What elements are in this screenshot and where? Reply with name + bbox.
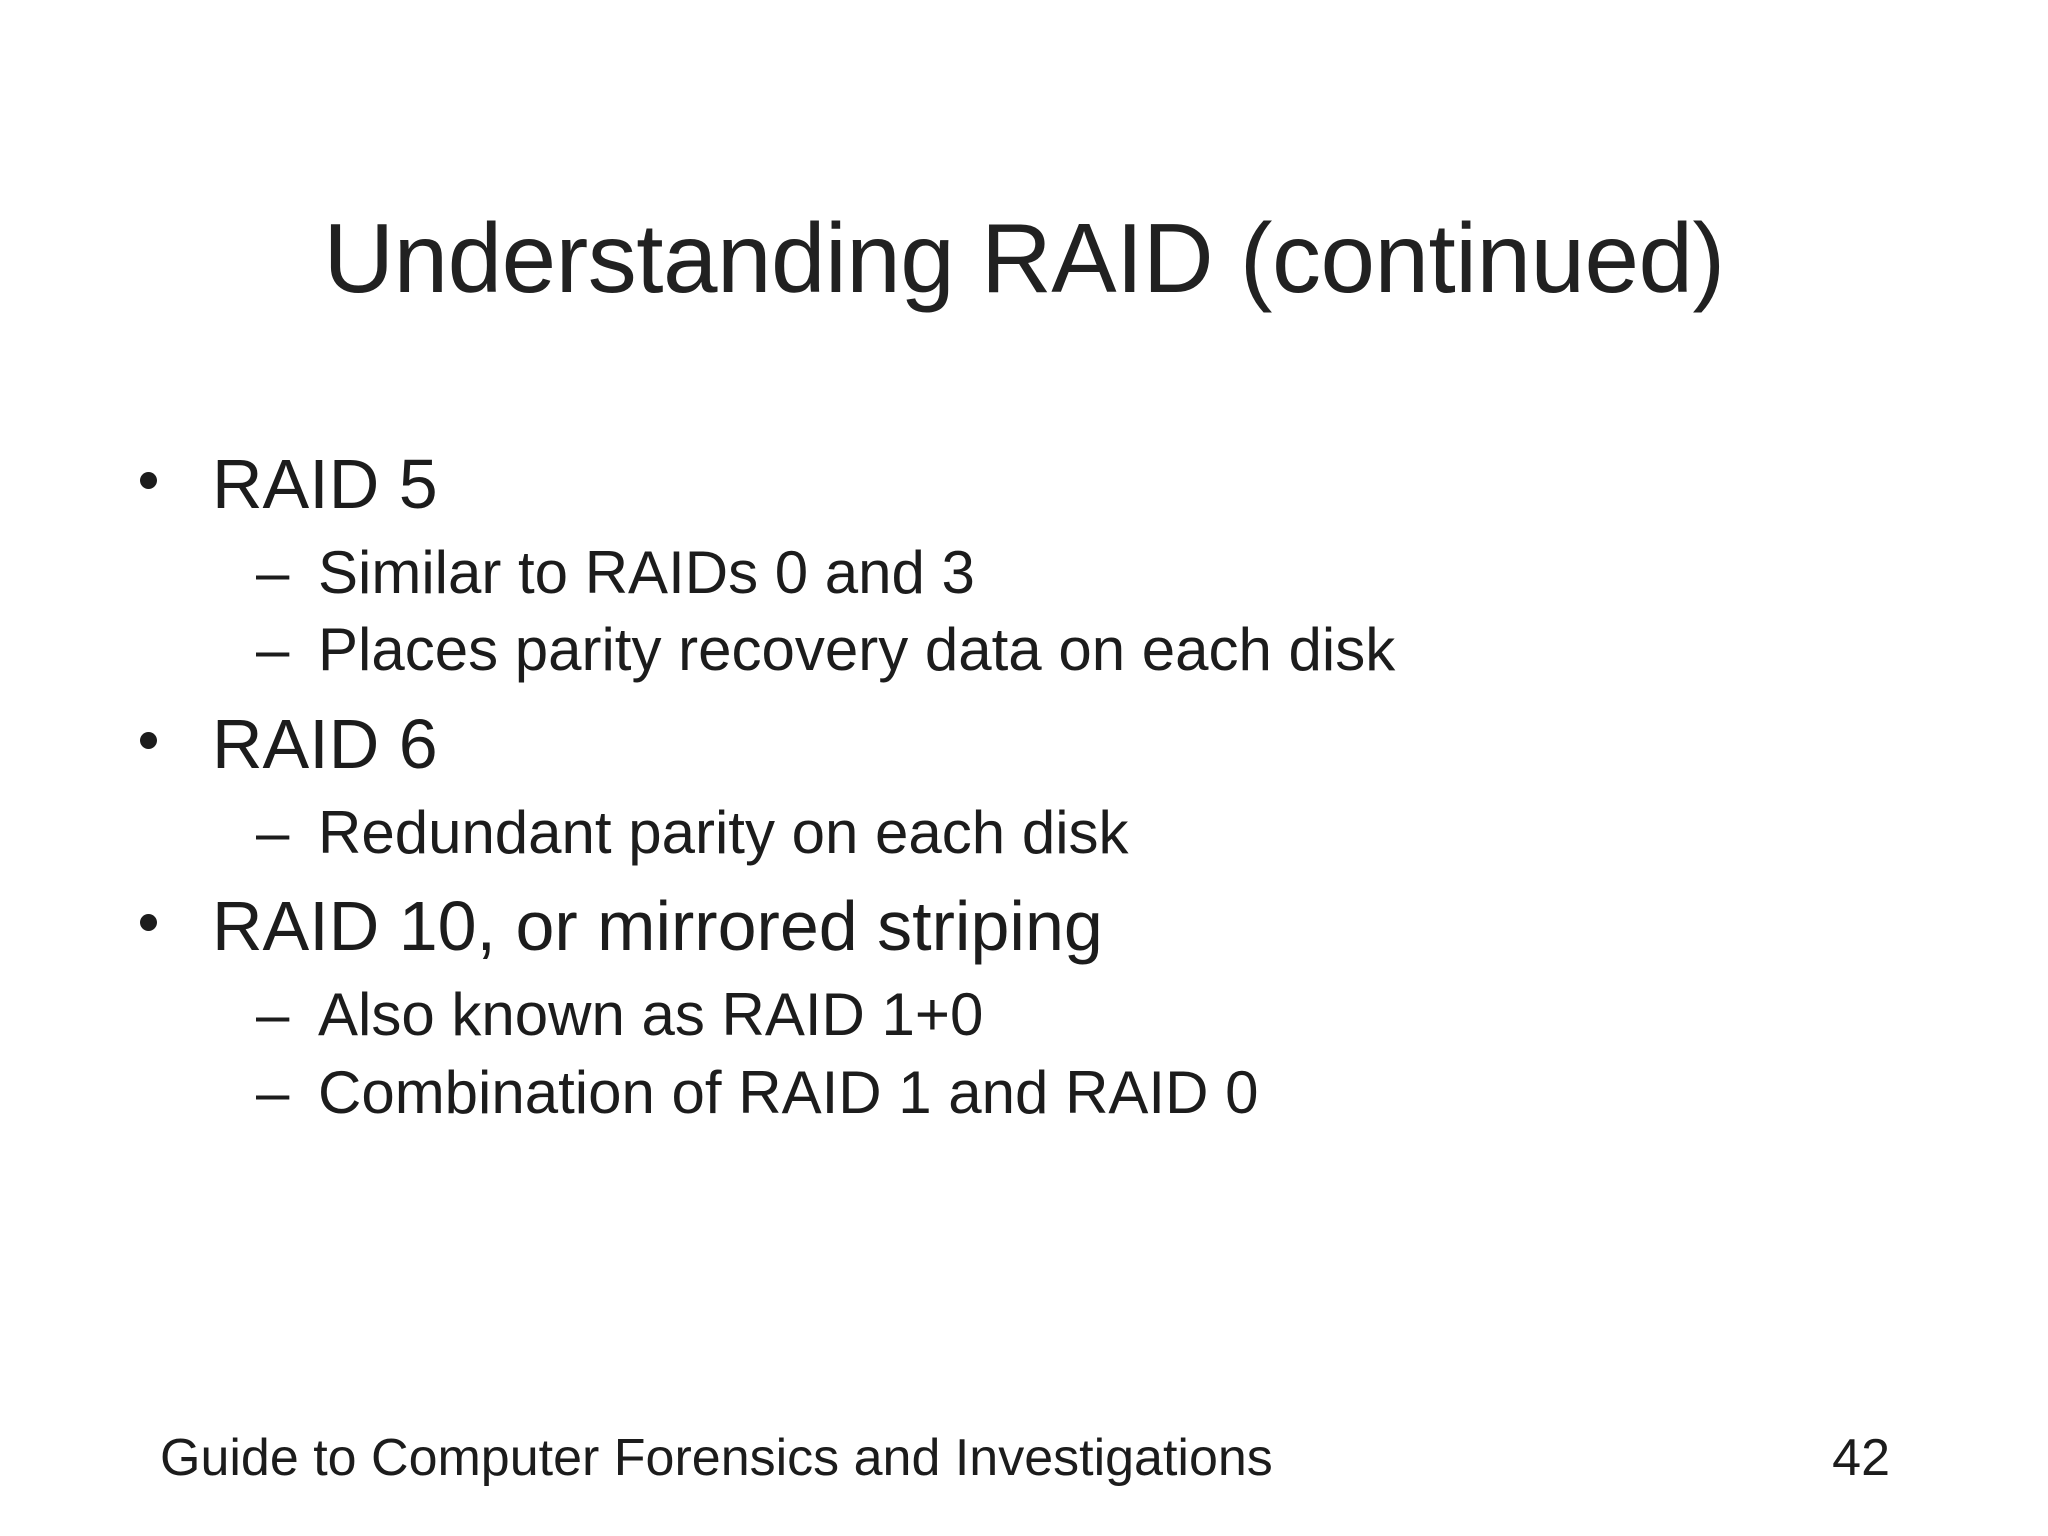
sub-bullet-also-known-as-raid-1-plus-0: – Also known as RAID 1+0 (118, 983, 1948, 1047)
sub-bullet-label: Places parity recovery data on each disk (318, 616, 1396, 684)
sub-bullet-combination-of-raid-1-and-raid-0: – Combination of RAID 1 and RAID 0 (118, 1061, 1948, 1125)
sub-bullet-similar-to-raids-0-and-3: – Similar to RAIDs 0 and 3 (118, 541, 1948, 605)
bullet-raid-10: RAID 10, or mirrored striping (118, 890, 1948, 963)
bullet-dot-icon (140, 710, 212, 780)
slide-footer: Guide to Computer Forensics and Investig… (0, 1429, 2048, 1500)
bullet-raid-5: RAID 5 (118, 448, 1948, 521)
bullet-label: RAID 10, or mirrored striping (212, 887, 1103, 966)
slide-body-content: RAID 5 – Similar to RAIDs 0 and 3 – Plac… (118, 448, 1948, 1126)
footer-book-title: Guide to Computer Forensics and Investig… (160, 1429, 1273, 1487)
sub-bullet-places-parity-recovery-data: – Places parity recovery data on each di… (118, 618, 1948, 682)
sub-bullet-label: Combination of RAID 1 and RAID 0 (318, 1058, 1259, 1126)
bullet-raid-6: RAID 6 (118, 708, 1948, 781)
bullet-label: RAID 5 (212, 445, 438, 523)
dash-marker-icon: – (256, 981, 290, 1049)
sub-bullet-label: Also known as RAID 1+0 (318, 981, 984, 1049)
dash-marker-icon: – (256, 538, 290, 606)
bullet-label: RAID 6 (212, 704, 438, 783)
bullet-dot-icon (140, 450, 212, 520)
sub-bullet-redundant-parity-on-each-disk: – Redundant parity on each disk (118, 801, 1948, 865)
sub-bullet-label: Similar to RAIDs 0 and 3 (318, 538, 975, 606)
dash-marker-icon: – (256, 798, 290, 866)
bullet-dot-icon (140, 892, 212, 962)
slide-page-number: 42 (1832, 1429, 1890, 1487)
dash-marker-icon: – (256, 1058, 290, 1126)
sub-bullet-label: Redundant parity on each disk (318, 798, 1129, 866)
page-title: Understanding RAID (continued) (323, 202, 1725, 313)
dash-marker-icon: – (256, 616, 290, 684)
